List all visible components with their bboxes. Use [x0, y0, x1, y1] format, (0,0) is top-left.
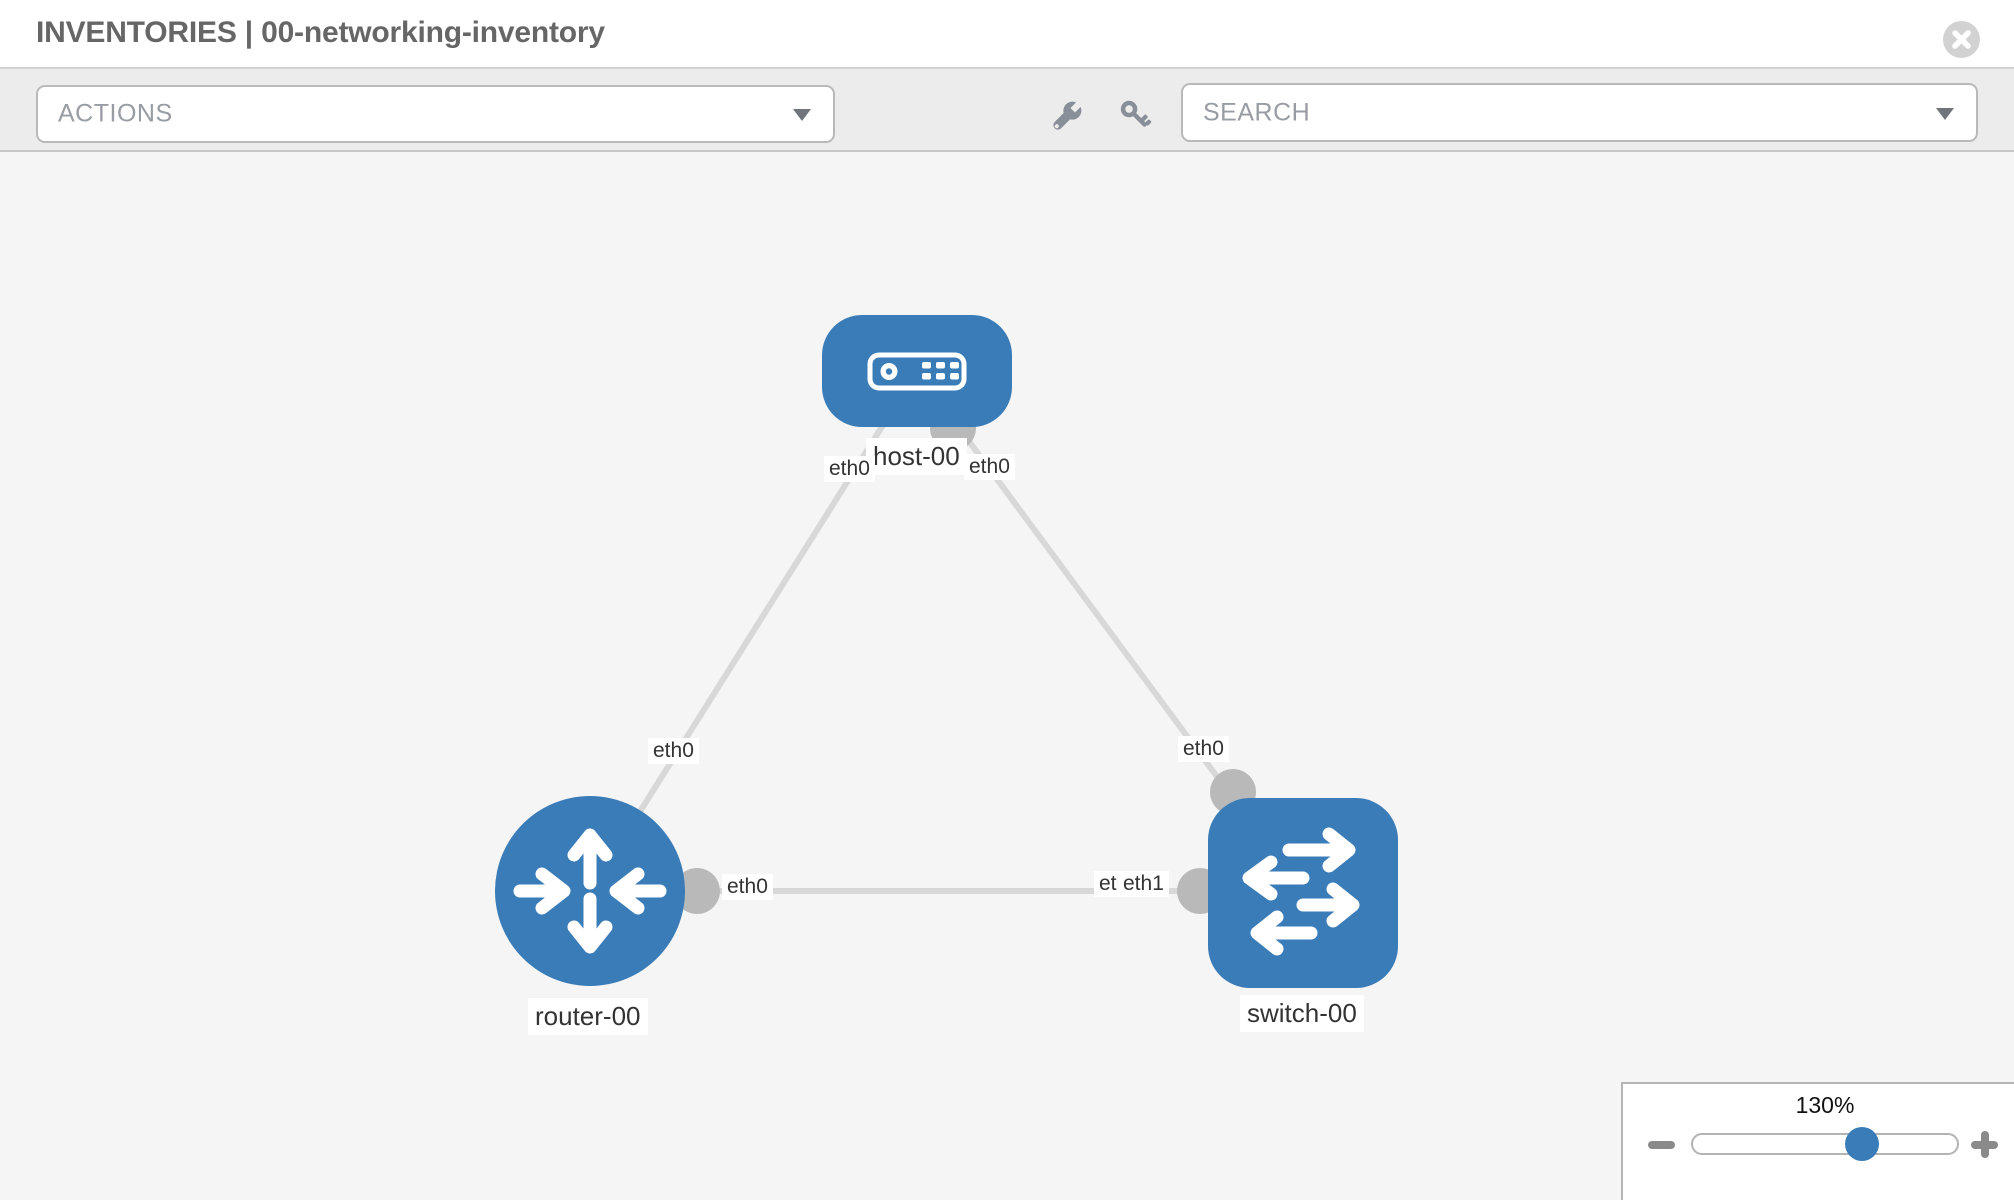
interface-label-host-right: eth0: [964, 454, 1015, 480]
switch-icon: [1242, 827, 1360, 956]
close-icon: [1952, 30, 1971, 49]
interface-label-router-top: eth0: [648, 738, 699, 764]
actions-dropdown-label: ACTIONS: [58, 99, 173, 128]
page-title: INVENTORIES | 00-networking-inventory: [36, 16, 605, 49]
chevron-down-icon: [793, 109, 811, 121]
interface-label-router-right: eth0: [722, 874, 773, 900]
search-placeholder: SEARCH: [1203, 98, 1311, 126]
port-dot-router: [674, 868, 720, 914]
search-dropdown[interactable]: SEARCH: [1181, 83, 1978, 142]
wrench-icon: [1053, 100, 1083, 130]
node-router[interactable]: [495, 796, 685, 986]
node-label-router: router-00: [528, 998, 648, 1035]
zoom-in-button[interactable]: [1971, 1131, 1998, 1158]
interface-label-switch-top: eth0: [1178, 736, 1229, 762]
configure-wrench-button[interactable]: [1048, 98, 1084, 134]
host-icon: [867, 352, 967, 391]
key-icon: [1120, 100, 1152, 127]
header-bar: INVENTORIES | 00-networking-inventory: [0, 0, 2014, 69]
router-icon: [513, 828, 667, 954]
node-switch[interactable]: [1208, 798, 1398, 988]
chevron-down-icon: [1936, 107, 1954, 120]
node-label-host: host-00: [866, 438, 967, 475]
zoom-out-button[interactable]: [1648, 1141, 1675, 1149]
zoom-slider-knob[interactable]: [1845, 1127, 1879, 1161]
toolbar: ACTIONS SEARCH: [0, 69, 2014, 152]
zoom-level-value: 130%: [1795, 1092, 1855, 1118]
key-credentials-button[interactable]: [1117, 98, 1153, 134]
node-host[interactable]: [822, 315, 1012, 427]
zoom-slider-track[interactable]: [1691, 1133, 1959, 1155]
interface-label-switch-left: eth1: [1118, 871, 1169, 897]
close-button[interactable]: [1943, 21, 1980, 58]
interface-label-host-left: eth0: [824, 456, 875, 482]
topology-canvas[interactable]: host-00 router-00 switch-00 eth0 eth0 et…: [0, 152, 2014, 1200]
actions-dropdown[interactable]: ACTIONS: [36, 85, 835, 143]
node-label-switch: switch-00: [1240, 995, 1364, 1032]
